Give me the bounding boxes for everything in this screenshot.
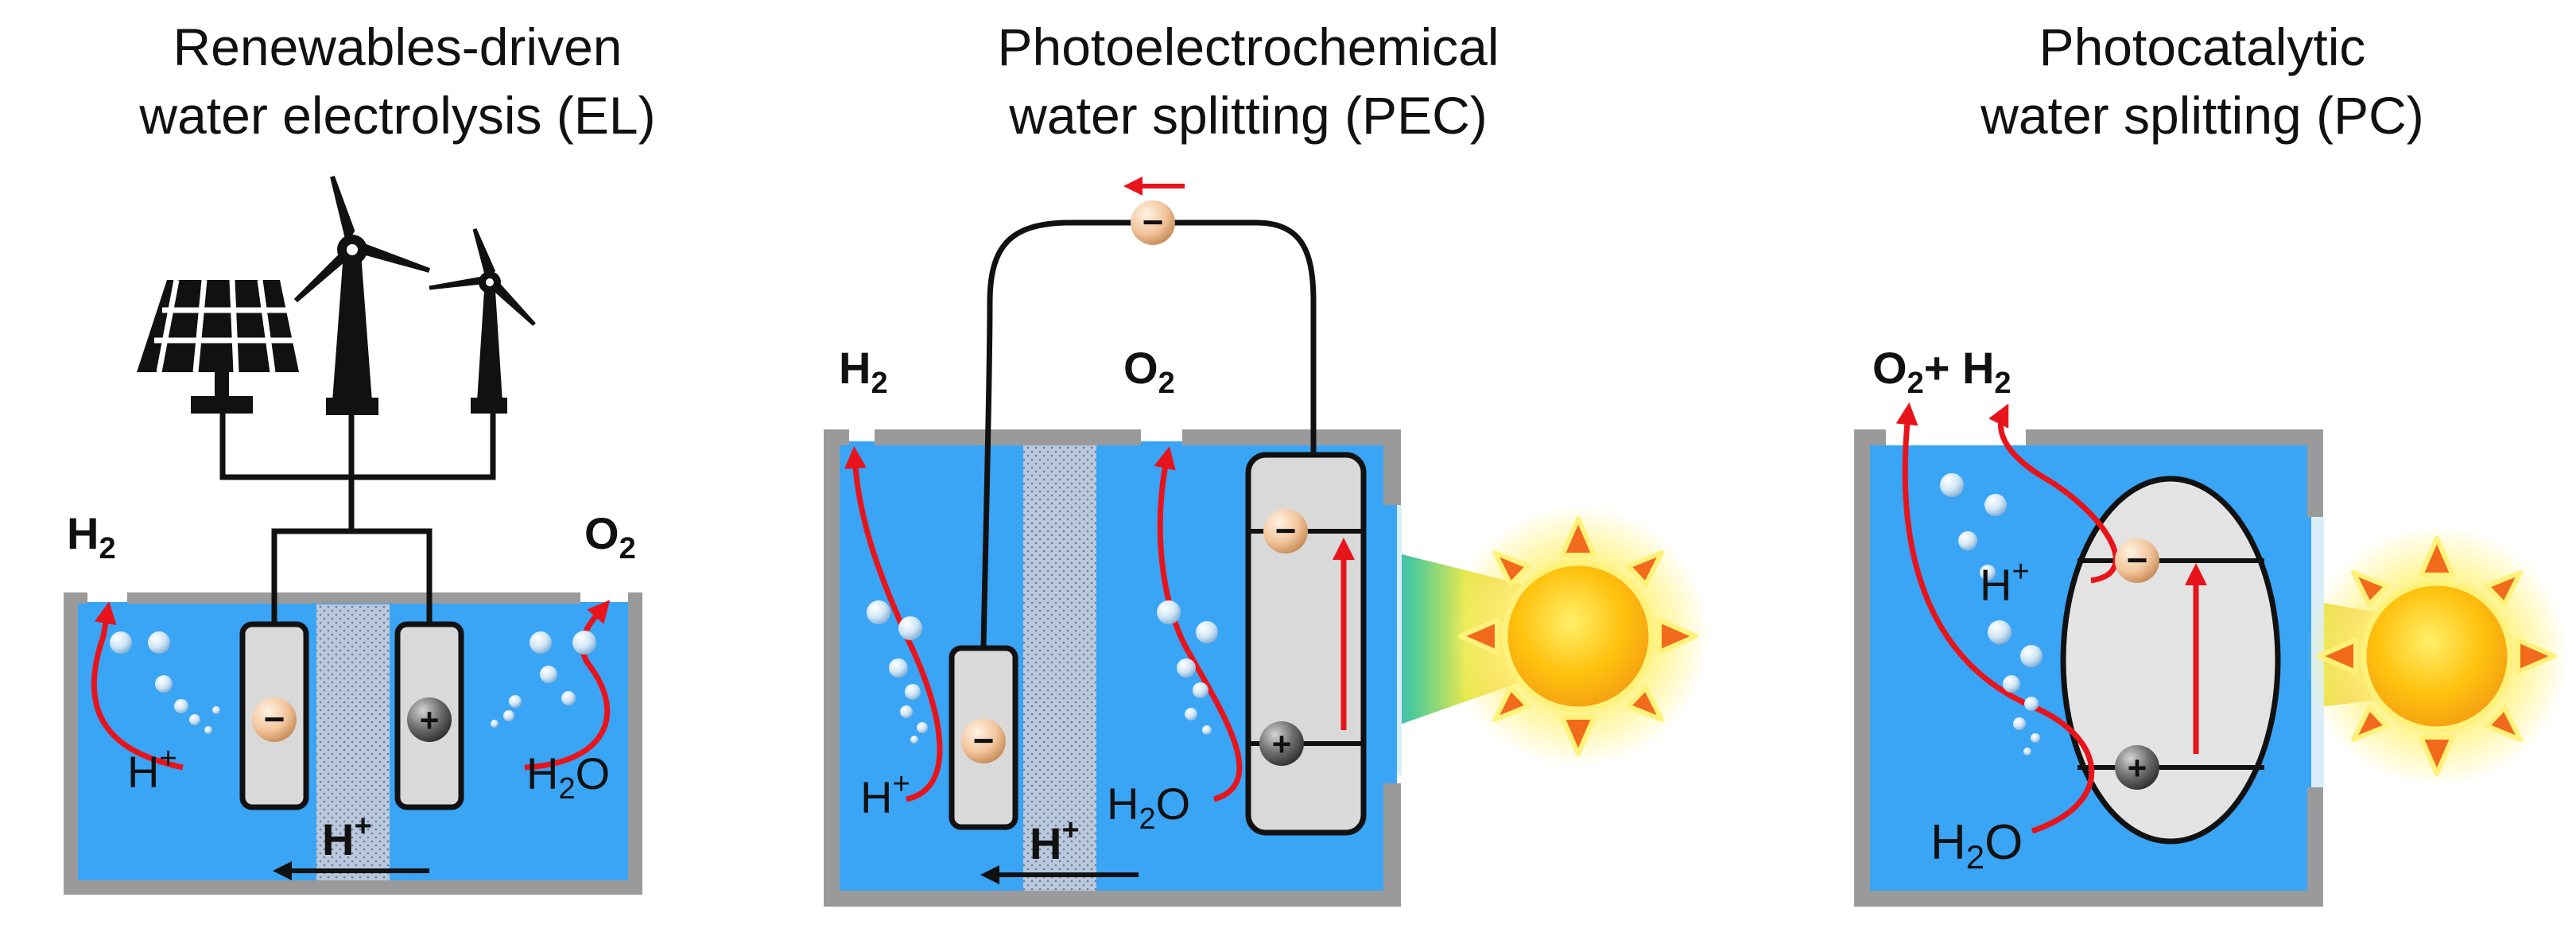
pec-hplus-label: H+ (860, 767, 910, 822)
pc-title: Photocatalytic water splitting (PC) (1829, 13, 2576, 150)
pec-lid-1 (840, 429, 849, 445)
el-hole-sign: + (420, 701, 440, 739)
pec-wire-electron (1131, 200, 1175, 245)
pec-counter-electron (961, 719, 1006, 763)
wind-turbine-large-icon (293, 175, 431, 415)
pc-vb-hole-sign: + (2128, 749, 2147, 787)
pec-cb-electron-sign: − (1275, 510, 1297, 551)
el-electron (252, 697, 297, 742)
pc-sun-icon (2306, 525, 2568, 787)
pc-tank-wall-right-top (2307, 429, 2323, 517)
pec-title-line2: water splitting (PEC) (1009, 86, 1488, 145)
pc-lid-right (2026, 429, 2307, 445)
el-wiring (219, 414, 496, 624)
pc-o2-arrow (1895, 402, 2095, 834)
el-hole (407, 697, 452, 742)
pc-cb-electron-sign: − (2127, 539, 2148, 581)
pec-bubbles (867, 600, 1218, 744)
pc-h2o-label: H2O (1930, 815, 2023, 876)
el-tank-lid (127, 592, 580, 604)
pec-counter-electron-sign: − (973, 720, 995, 761)
pec-h2o-label: H2O (1107, 779, 1190, 836)
pc-photocatalyst-particle (2060, 476, 2281, 845)
pec-o2-arrow (1154, 446, 1243, 802)
el-hplus-label: H+ (127, 742, 177, 797)
pc-panel: − + O2+ H2 H+ H2O (1854, 343, 2568, 907)
pec-cb-electron (1263, 509, 1308, 554)
pec-tank-wall-right-top (1383, 429, 1401, 505)
el-h2o-label: H2O (526, 748, 610, 806)
pec-h2-label: H2 (839, 343, 888, 400)
pec-lid-3 (1182, 429, 1383, 445)
el-bubbles (110, 631, 596, 734)
pec-sun-icon (1447, 505, 1709, 767)
pec-title-line1: Photoelectrochemical (997, 17, 1499, 76)
el-tank-lid-left (78, 592, 87, 604)
el-membrane (316, 604, 390, 880)
pc-title-line1: Photocatalytic (2039, 17, 2366, 76)
pc-cb-electron (2115, 538, 2159, 583)
pec-panel: − − − + H2 O2 H+ H2O (824, 177, 1709, 907)
el-membrane-ion-label: H+ (322, 810, 372, 864)
pc-bubbles (1940, 473, 2043, 755)
pc-title-line2: water splitting (PC) (1980, 86, 2424, 145)
el-o2-label: O2 (584, 508, 636, 565)
pec-o2-label: O2 (1123, 343, 1175, 400)
el-h2-label: H2 (67, 508, 116, 565)
el-title-line2: water electrolysis (EL) (139, 86, 656, 145)
pc-band-lines (2077, 558, 2264, 770)
el-o2-arrow (524, 600, 611, 771)
pc-products-label: O2+ H2 (1872, 343, 2012, 400)
pec-title: Photoelectrochemical water splitting (PE… (819, 13, 1678, 150)
pec-membrane (1023, 445, 1096, 891)
pc-lid-left (1870, 429, 1886, 445)
pec-membrane-ion-label: H+ (1030, 814, 1080, 868)
pec-circuit-wire (980, 219, 1317, 649)
pec-vb-hole (1259, 721, 1304, 766)
wind-turbine-small-icon (429, 227, 536, 414)
pc-vb-hole (2115, 745, 2159, 790)
pec-wire-electron-sign: − (1143, 201, 1164, 243)
el-panel: − + H2 O2 H+ H2O H+ (64, 175, 642, 895)
el-title-line1: Renewables-driven (173, 17, 623, 76)
pec-lid-2 (875, 429, 1141, 445)
solar-panel-icon (137, 279, 299, 414)
pc-hplus-label: H+ (1980, 555, 2030, 610)
el-title: Renewables-driven water electrolysis (EL… (56, 13, 739, 150)
pc-h2-arrow (1988, 403, 2119, 584)
el-electron-sign: − (264, 698, 285, 740)
el-h2-arrow (91, 601, 184, 771)
pec-vb-hole-sign: + (1272, 725, 1292, 763)
